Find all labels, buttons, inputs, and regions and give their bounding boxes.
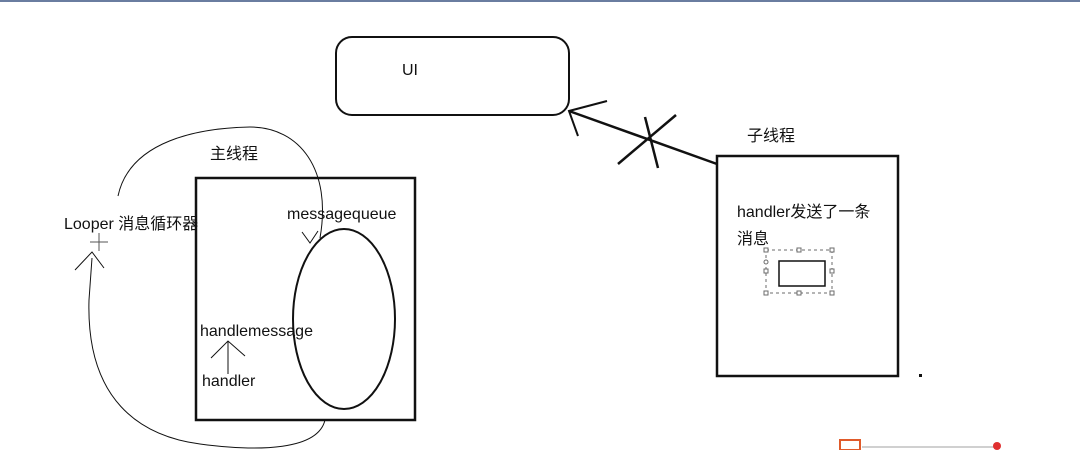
dot-mark — [919, 374, 922, 377]
selected-rectangle[interactable] — [763, 247, 835, 296]
small-rectangle — [778, 260, 826, 287]
handler-sent-label-line2: 消息 — [737, 231, 770, 248]
looper-loop-arrowhead-bottom — [74, 251, 105, 271]
scroll-thumb-fragment[interactable] — [993, 442, 1001, 450]
sub-to-ui-line — [568, 109, 718, 166]
looper-loop-curve-bottom — [88, 257, 326, 449]
looper-label: Looper 消息循环器 — [64, 216, 199, 233]
ui-box — [335, 36, 570, 116]
handler-sent-label-line1: handler发送了一条 — [737, 204, 871, 221]
messagequeue-ellipse — [292, 228, 396, 410]
blocked-cross-mark — [617, 114, 677, 165]
looper-loop-arrowhead-top — [301, 230, 319, 244]
selection-handle[interactable] — [763, 247, 835, 296]
looper-loop-curve-top — [117, 126, 324, 239]
crosshair-cursor-icon — [90, 233, 108, 251]
sub-thread-label: 子线程 — [747, 128, 796, 145]
sub-to-ui-arrowhead — [567, 100, 608, 137]
selection-rotate-handle[interactable] — [763, 259, 769, 265]
sub-thread-box — [715, 154, 900, 378]
taskbar-icon-fragment — [839, 439, 861, 450]
ui-label: UI — [402, 62, 418, 79]
window-top-border — [0, 0, 1080, 2]
main-thread-label: 主线程 — [210, 146, 259, 163]
blocked-cross-mark-2 — [643, 116, 660, 169]
handler-up-arrowhead — [210, 340, 246, 359]
handlemessage-label: handlemessage — [200, 323, 313, 340]
handler-label: handler — [202, 373, 256, 390]
messagequeue-label: messagequeue — [287, 206, 397, 223]
main-thread-box — [194, 176, 417, 422]
